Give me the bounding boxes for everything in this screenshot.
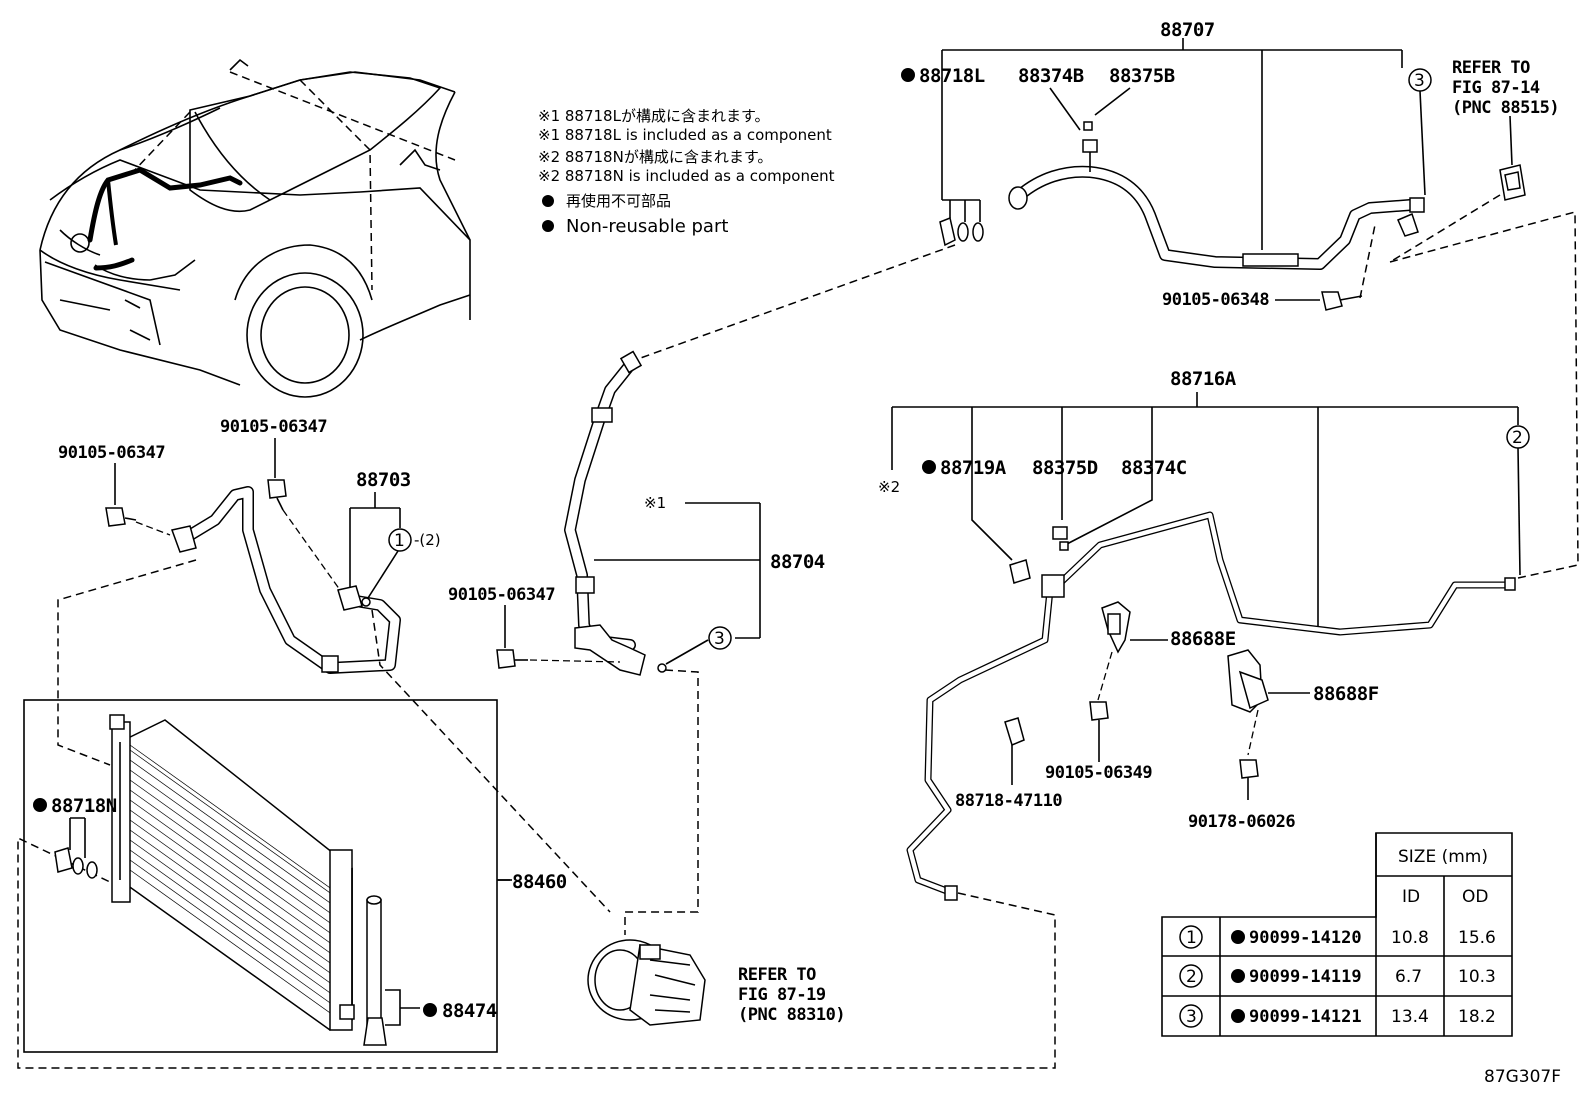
note-3-jp: 再使用不可部品 — [566, 192, 671, 210]
vehicle-illustration — [39, 58, 471, 398]
compressor: REFER TO FIG 87-19 (PNC 88310) — [587, 939, 846, 1026]
table-row: 3 90099-14121 13.4 18.2 — [1179, 1004, 1496, 1028]
label-fig-87-14: FIG 87-14 — [1452, 78, 1540, 98]
size-table-col-id: ID — [1402, 887, 1420, 907]
diagram-id: 87G307F — [1484, 1067, 1561, 1087]
note-2-jp: ※2 88718Nが構成に含まれます。 — [538, 148, 772, 166]
label-88375D: 88375D — [1032, 457, 1098, 479]
callout-3-number: 3 — [1414, 71, 1425, 91]
label-88703-note: -(2) — [414, 531, 441, 549]
row-id: 10.8 — [1391, 928, 1429, 948]
label-90105-06347-left: 90105-06347 — [58, 443, 165, 463]
bullet-icon — [423, 1003, 437, 1017]
label-88718-47110: 88718-47110 — [955, 791, 1062, 811]
label-refer-fig-87-14: REFER TO — [1452, 58, 1530, 78]
label-88704: 88704 — [770, 551, 825, 573]
bullet-icon — [33, 798, 47, 812]
label-star2: ※2 — [878, 478, 900, 496]
label-88707: 88707 — [1160, 19, 1215, 41]
row-od: 18.2 — [1458, 1007, 1496, 1027]
assembly-88707: 88707 88718L 88374B 88375B 3 REFER TO FI… — [634, 19, 1579, 566]
label-88716A: 88716A — [1170, 368, 1237, 390]
label-90105-06348: 90105-06348 — [1162, 290, 1269, 310]
assembly-88704: ※1 88704 3 90105-06347 — [448, 350, 825, 935]
bullet-icon — [1231, 969, 1245, 983]
row-part: 90099-14121 — [1249, 1007, 1362, 1027]
non-reusable-mark-icon — [542, 220, 554, 232]
label-pnc-88310: (PNC 88310) — [738, 1005, 845, 1025]
row-part: 90099-14120 — [1249, 928, 1362, 948]
callout-1-number: 1 — [394, 531, 405, 551]
row-part: 90099-14119 — [1249, 967, 1362, 987]
row-od: 10.3 — [1458, 967, 1496, 987]
note-3-en: Non-reusable part — [566, 216, 728, 237]
callout-3-marker-b — [708, 626, 732, 650]
callout-2-number: 2 — [1512, 428, 1523, 448]
note-1-jp: ※1 88718Lが構成に含まれます。 — [538, 107, 769, 125]
label-88474: 88474 — [442, 1000, 497, 1022]
row-id: 6.7 — [1395, 967, 1422, 987]
label-88375B: 88375B — [1109, 65, 1175, 87]
table-row: 1 90099-14120 10.8 15.6 — [1179, 925, 1496, 949]
label-90178-06026: 90178-06026 — [1188, 812, 1295, 832]
label-star1: ※1 — [644, 494, 666, 512]
condenser-88460-box: 88474 88718N 88460 — [23, 699, 567, 1053]
bullet-icon — [922, 460, 936, 474]
row-ref: 2 — [1186, 967, 1197, 987]
label-88718L: 88718L — [919, 65, 985, 87]
label-refer-fig-87-19: REFER TO — [738, 965, 816, 985]
label-88374C: 88374C — [1121, 457, 1187, 479]
label-90105-06349: 90105-06349 — [1045, 763, 1152, 783]
bullet-icon — [901, 68, 915, 82]
notes-block: ※1 88718Lが構成に含まれます。 ※1 88718L is include… — [538, 107, 835, 237]
label-pnc-88515: (PNC 88515) — [1452, 98, 1559, 118]
table-row: 2 90099-14119 6.7 10.3 — [1179, 964, 1496, 988]
callout-1-marker — [388, 528, 412, 552]
row-od: 15.6 — [1458, 928, 1496, 948]
row-id: 13.4 — [1391, 1007, 1429, 1027]
note-1-en: ※1 88718L is included as a component — [538, 126, 832, 144]
label-fig-87-19: FIG 87-19 — [738, 985, 826, 1005]
label-88718N: 88718N — [51, 795, 117, 817]
size-table: SIZE (mm) ID OD 1 90099-14120 10.8 15.6 … — [1161, 832, 1513, 1037]
label-88374B: 88374B — [1018, 65, 1084, 87]
bullet-icon — [1231, 1009, 1245, 1023]
label-90105-06347-center: 90105-06347 — [448, 585, 555, 605]
assembly-88716A: 88716A ※2 88719A 88375D 88374C 2 88688E — [17, 368, 1579, 1069]
row-ref: 3 — [1186, 1007, 1197, 1027]
label-88460: 88460 — [512, 871, 567, 893]
bullet-icon — [1231, 930, 1245, 944]
label-88719A: 88719A — [940, 457, 1007, 479]
size-table-header: SIZE (mm) — [1398, 847, 1488, 867]
label-90105-06347-top: 90105-06347 — [220, 417, 327, 437]
label-88703: 88703 — [356, 469, 411, 491]
label-88688E: 88688E — [1170, 628, 1236, 650]
label-88688F: 88688F — [1313, 683, 1379, 705]
row-ref: 1 — [1186, 928, 1197, 948]
note-2-en: ※2 88718N is included as a component — [538, 167, 835, 185]
callout-3-number-b: 3 — [714, 629, 725, 649]
assembly-88703: 90105-06347 90105-06347 88703 1 -(2) — [57, 417, 611, 913]
size-table-col-od: OD — [1462, 887, 1488, 907]
non-reusable-mark-icon — [542, 195, 554, 207]
